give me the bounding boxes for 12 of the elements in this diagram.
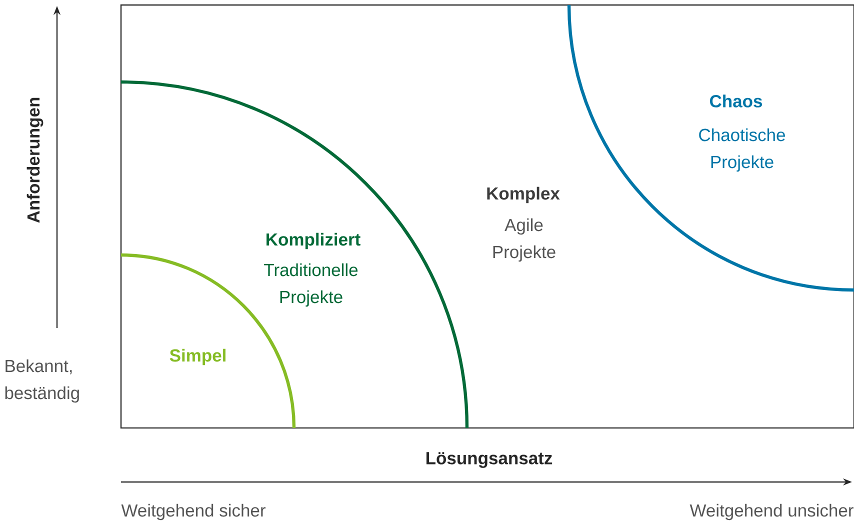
region-description: Chaotische Projekte <box>699 128 785 172</box>
axis-note: Weitgehend unsicher <box>690 504 854 520</box>
region-description: Traditionelle Projekte <box>264 263 358 307</box>
region-heading: Komplex <box>487 186 560 204</box>
region-description: Agile Projekte <box>493 218 556 262</box>
region-heading: Simpel <box>170 348 226 366</box>
axis-title: Lösungsansatz <box>426 452 552 468</box>
axis-title: Anforderungen <box>26 98 44 223</box>
region-heading: Chaos <box>710 94 762 108</box>
region-heading: Kompliziert <box>266 232 360 250</box>
axis-note: Weitgehend sicher <box>121 504 266 520</box>
axis-note: Bekannt, beständig <box>5 359 79 403</box>
